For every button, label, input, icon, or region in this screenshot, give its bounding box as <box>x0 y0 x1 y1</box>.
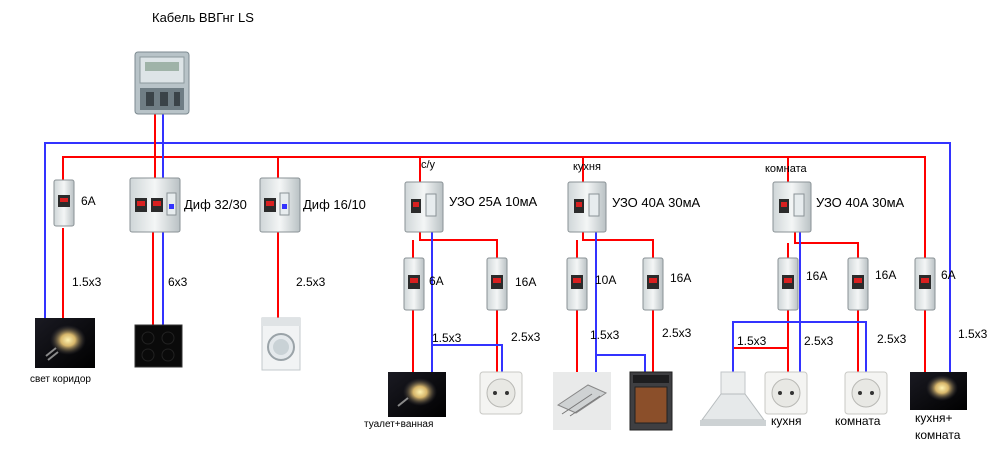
cable-corridor: 1.5x3 <box>72 275 102 289</box>
breaker-room-1-rating: 16A <box>806 269 828 283</box>
load-label-kitchen-room-light-1: кухня+ <box>915 411 953 425</box>
oven-icon <box>629 371 673 431</box>
room-socket-icon <box>844 371 888 415</box>
rcd-kitchen-label: УЗО 40А 30мА <box>612 195 701 210</box>
kitchen-room-light-bulb-icon <box>910 372 967 410</box>
breaker-kitchen-1-rating: 10A <box>595 273 617 287</box>
breaker-wc-socket <box>486 257 508 311</box>
breaker-room-light-rating: 6A <box>941 268 956 282</box>
breaker-kitchen-2-rating: 16A <box>670 271 692 285</box>
breaker-kitchen-2 <box>642 257 664 311</box>
load-label-kitchen-room-light-2: комната <box>915 428 961 442</box>
rcd-wc-label: УЗО 25А 10мА <box>449 194 538 209</box>
breaker-kitchen-1 <box>566 257 588 311</box>
breaker-room-1 <box>777 257 799 311</box>
breaker-wc-light-rating: 6A <box>429 274 444 288</box>
breaker-room-2 <box>847 257 869 311</box>
cable-wc-socket: 2.5x3 <box>511 330 541 344</box>
cable-wc-light: 1.5x3 <box>432 331 462 345</box>
breaker-corridor <box>53 179 75 227</box>
breaker-corridor-rating: 6A <box>81 194 96 208</box>
group-label-kitchen: кухня <box>573 161 601 173</box>
wc-socket-icon <box>479 371 523 415</box>
load-label-corridor-light: свет коридор <box>30 374 91 385</box>
cable-kitchen-1: 1.5x3 <box>590 328 620 342</box>
room-circuit <box>732 232 926 372</box>
kitchen-socket-icon <box>764 371 808 415</box>
load-label-kitchen-socket: кухня <box>771 414 802 428</box>
rcd-room-label: УЗО 40А 30мА <box>816 195 905 210</box>
diff-1-label: Диф 32/30 <box>184 197 247 212</box>
cable-room-hood: 1.5x3 <box>737 334 767 348</box>
cable-diff-1: 6x3 <box>168 275 188 289</box>
washing-machine-icon <box>261 317 301 371</box>
wc-circuit <box>412 232 503 372</box>
corridor-light-bulb-icon <box>35 318 95 368</box>
wc-light-bulb-icon <box>388 372 446 417</box>
breaker-wc-light <box>403 257 425 311</box>
cable-label: Кабель ВВГнг LS <box>152 10 254 25</box>
cable-room-light: 1.5x3 <box>958 327 988 341</box>
electricity-meter <box>134 51 190 115</box>
breaker-room-2-rating: 16A <box>875 268 897 282</box>
load-label-room-socket: комната <box>835 414 881 428</box>
diff-breaker-1 <box>129 177 181 233</box>
underfloor-heating-icon <box>553 372 611 430</box>
phase-bus <box>62 112 926 258</box>
rcd-room <box>772 181 812 233</box>
neutral-bus <box>44 112 951 372</box>
breaker-room-light <box>914 257 936 311</box>
diff1-circuit <box>152 143 164 325</box>
cable-diff-2: 2.5x3 <box>296 275 326 289</box>
diff-2-label: Диф 16/10 <box>303 197 366 212</box>
load-label-wc-light: туалет+ванная <box>364 419 434 430</box>
group-label-wc: с/у <box>421 159 436 171</box>
cable-room-socket-1: 2.5x3 <box>804 334 834 348</box>
diff-breaker-2 <box>259 177 301 233</box>
rcd-wc <box>404 181 444 233</box>
cooker-hood-icon <box>700 371 766 426</box>
cable-room-socket-2: 2.5x3 <box>877 332 907 346</box>
breaker-wc-socket-rating: 16A <box>515 275 537 289</box>
cable-kitchen-2: 2.5x3 <box>662 326 692 340</box>
group-label-room: комната <box>765 163 807 175</box>
cooktop-icon <box>134 324 183 368</box>
kitchen-circuit <box>576 232 654 372</box>
rcd-kitchen <box>567 181 607 233</box>
